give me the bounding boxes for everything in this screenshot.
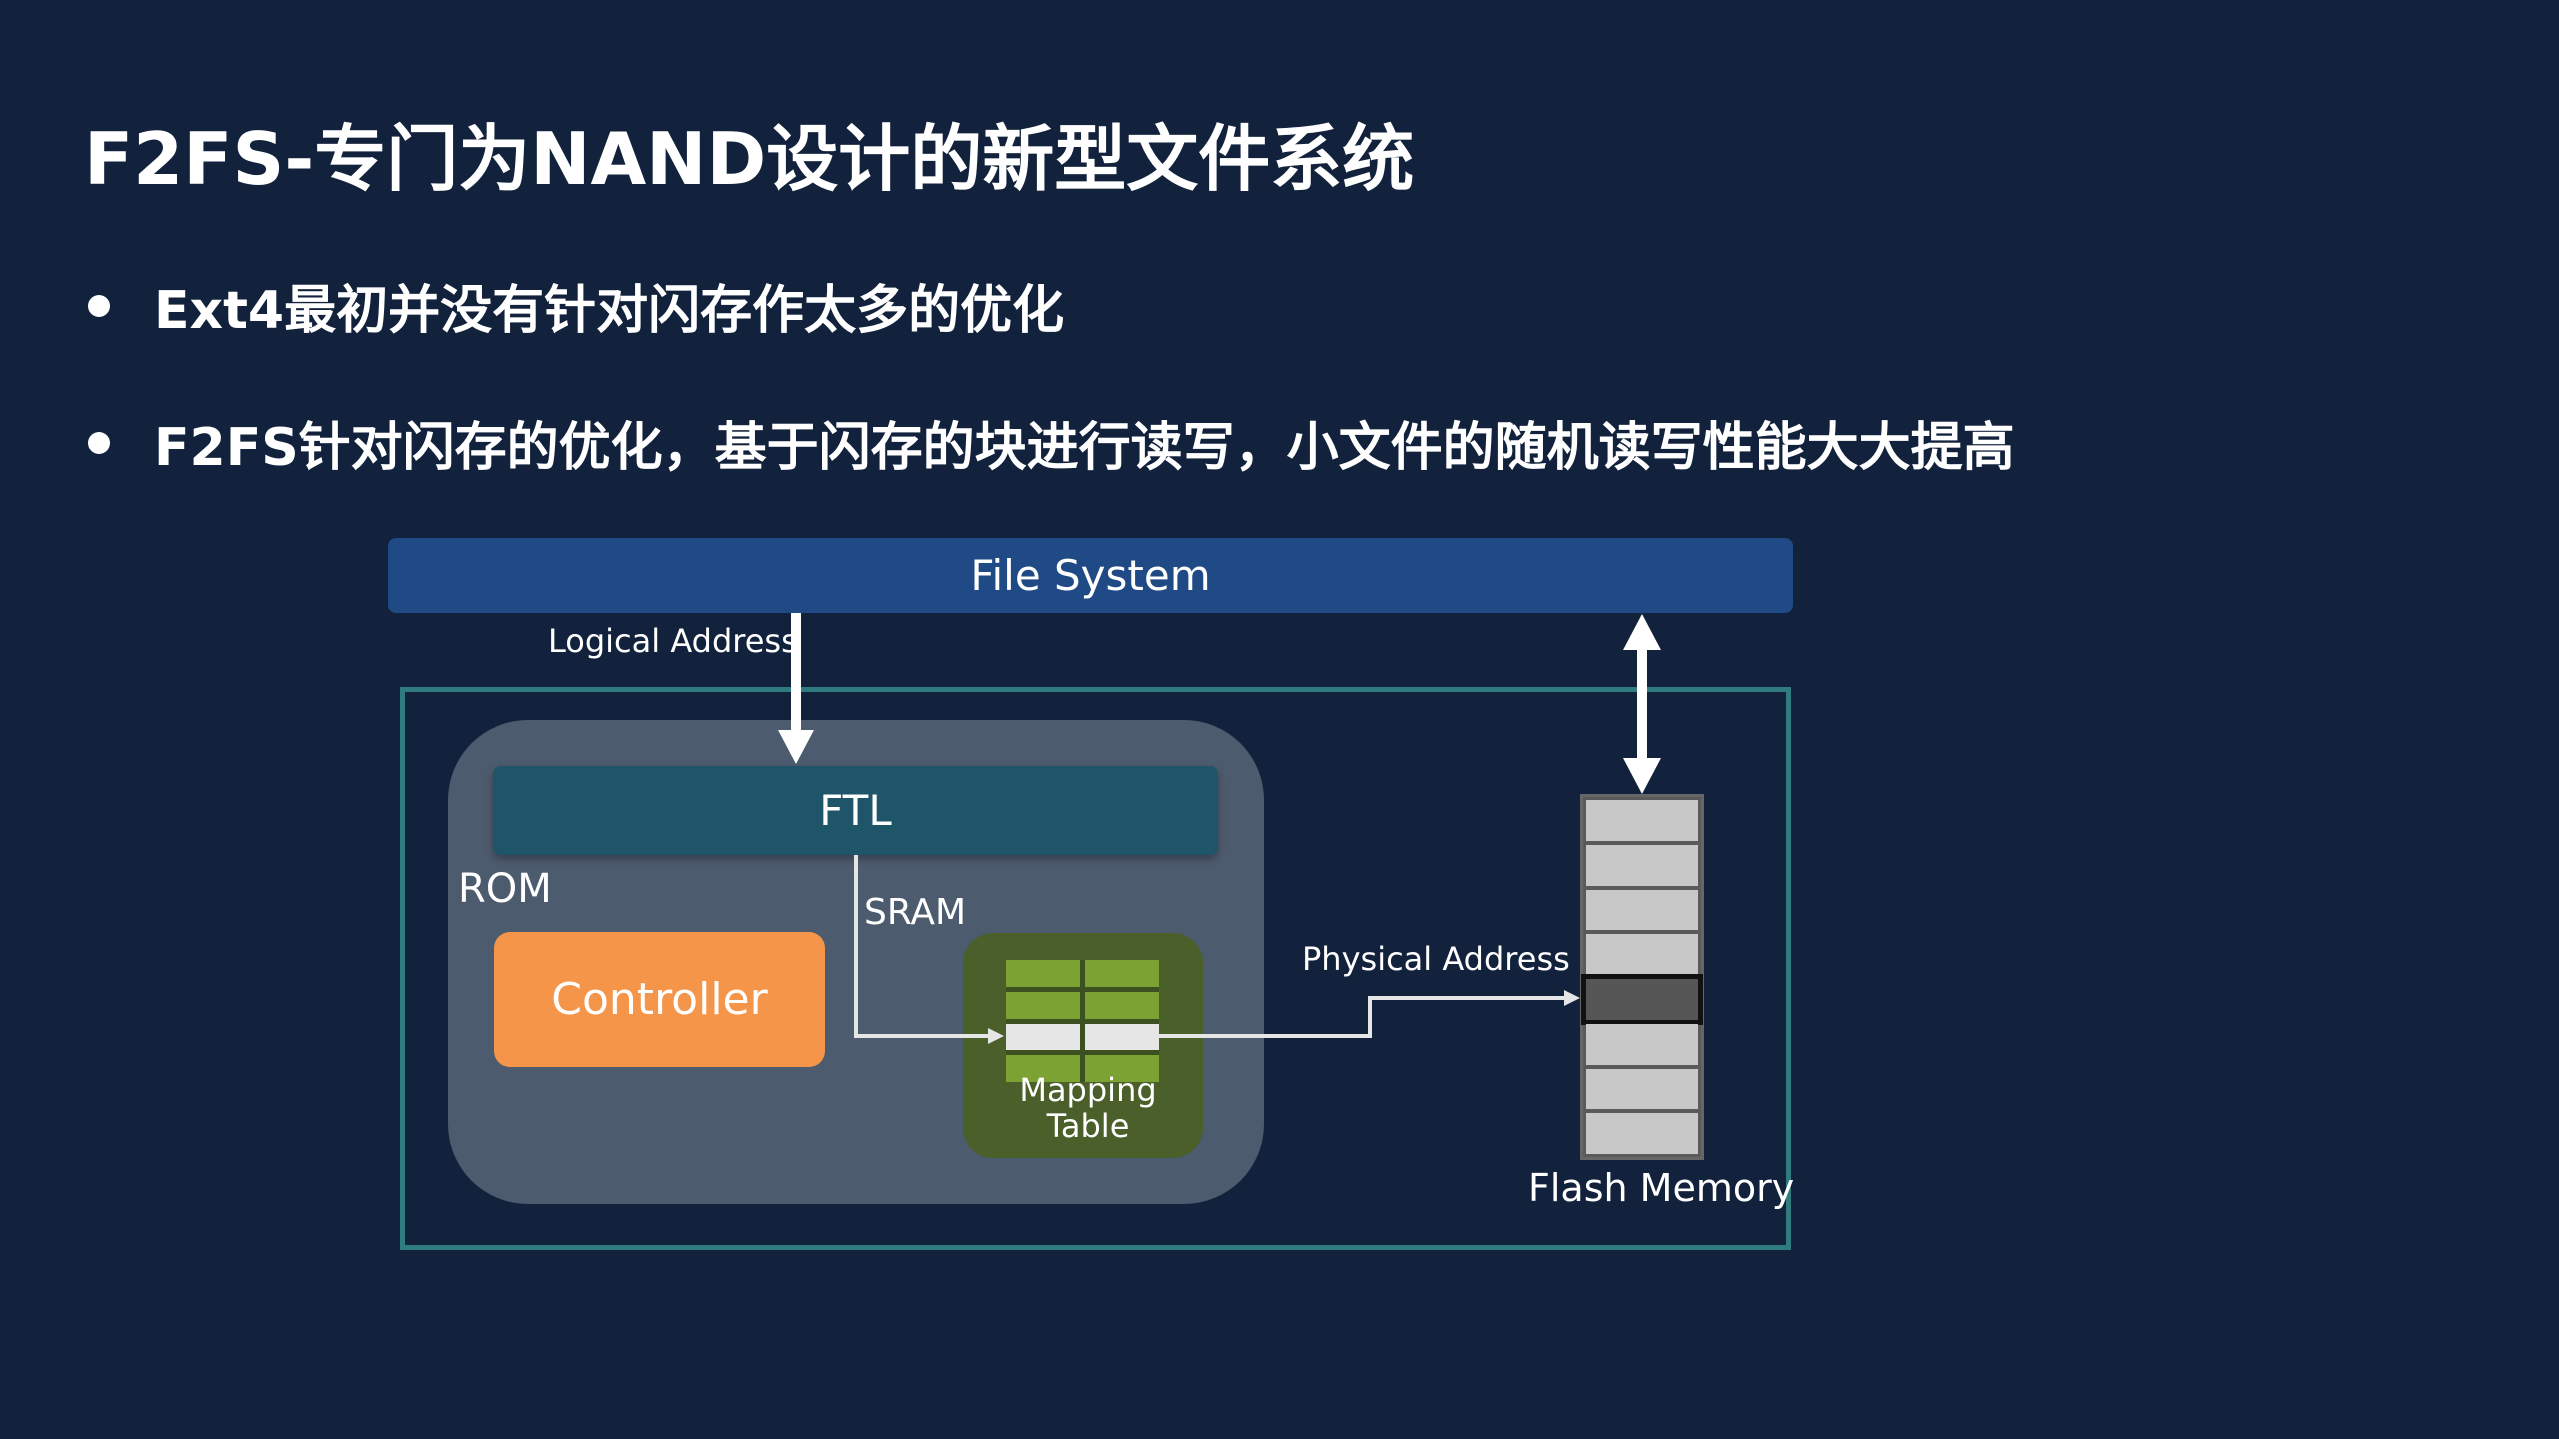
mapping-table-cell <box>1006 991 1080 1019</box>
mapping-table-cell-highlighted <box>1006 1023 1080 1051</box>
bullet-item: Ext4最初并没有针对闪存作太多的优化 <box>84 268 1064 343</box>
mapping-table-grid <box>1006 960 1159 1082</box>
mapping-table-cell <box>1085 1055 1159 1082</box>
ssd-frame <box>400 687 1791 1250</box>
flash-block <box>1586 889 1698 931</box>
sram-label: SRAM <box>864 892 967 933</box>
slide-title: F2FS-专门为NAND设计的新型文件系统 <box>84 117 1415 201</box>
flash-memory-label: Flash Memory <box>1528 1166 1795 1210</box>
flash-block <box>1586 844 1698 886</box>
bullet-dot-icon <box>88 431 110 454</box>
physical-address-label: Physical Address <box>1302 940 1570 978</box>
mapping-table-cell <box>1006 1055 1080 1082</box>
flash-block-selected <box>1581 974 1703 1025</box>
flash-block <box>1586 934 1698 975</box>
bullet-item: F2FS针对闪存的优化，基于闪存的块进行读写，小文件的随机读写性能大大提高 <box>84 405 2015 480</box>
mapping-table-label-line2: Table <box>1046 1107 1130 1145</box>
flash-block <box>1586 800 1698 841</box>
mapping-table-cell <box>1006 960 1080 987</box>
bullet-text: F2FS针对闪存的优化，基于闪存的块进行读写，小文件的随机读写性能大大提高 <box>154 418 2015 478</box>
ftl-block: FTL <box>493 766 1218 855</box>
flash-io-arrowhead-up <box>1623 614 1661 650</box>
logical-address-label: Logical Address <box>548 622 798 660</box>
mapping-table-cell <box>1085 991 1159 1019</box>
mapping-table-cell-highlighted <box>1085 1023 1159 1051</box>
file-system-label: File System <box>970 551 1211 600</box>
controller-block: Controller <box>494 932 825 1067</box>
flash-block <box>1586 1023 1698 1065</box>
bullet-dot-icon <box>88 294 110 317</box>
flash-block <box>1586 1068 1698 1110</box>
flash-block <box>1586 1113 1698 1154</box>
mapping-table-label: Mapping Table <box>963 1072 1213 1144</box>
mapping-table-label-line1: Mapping <box>1019 1071 1157 1109</box>
bullet-text: Ext4最初并没有针对闪存作太多的优化 <box>154 281 1065 341</box>
rom-label: ROM <box>458 866 552 912</box>
ftl-label: FTL <box>819 786 892 835</box>
controller-label: Controller <box>551 974 768 1025</box>
flash-memory-column <box>1580 794 1704 1160</box>
file-system-block: File System <box>388 538 1793 613</box>
mapping-table-cell <box>1085 960 1159 987</box>
